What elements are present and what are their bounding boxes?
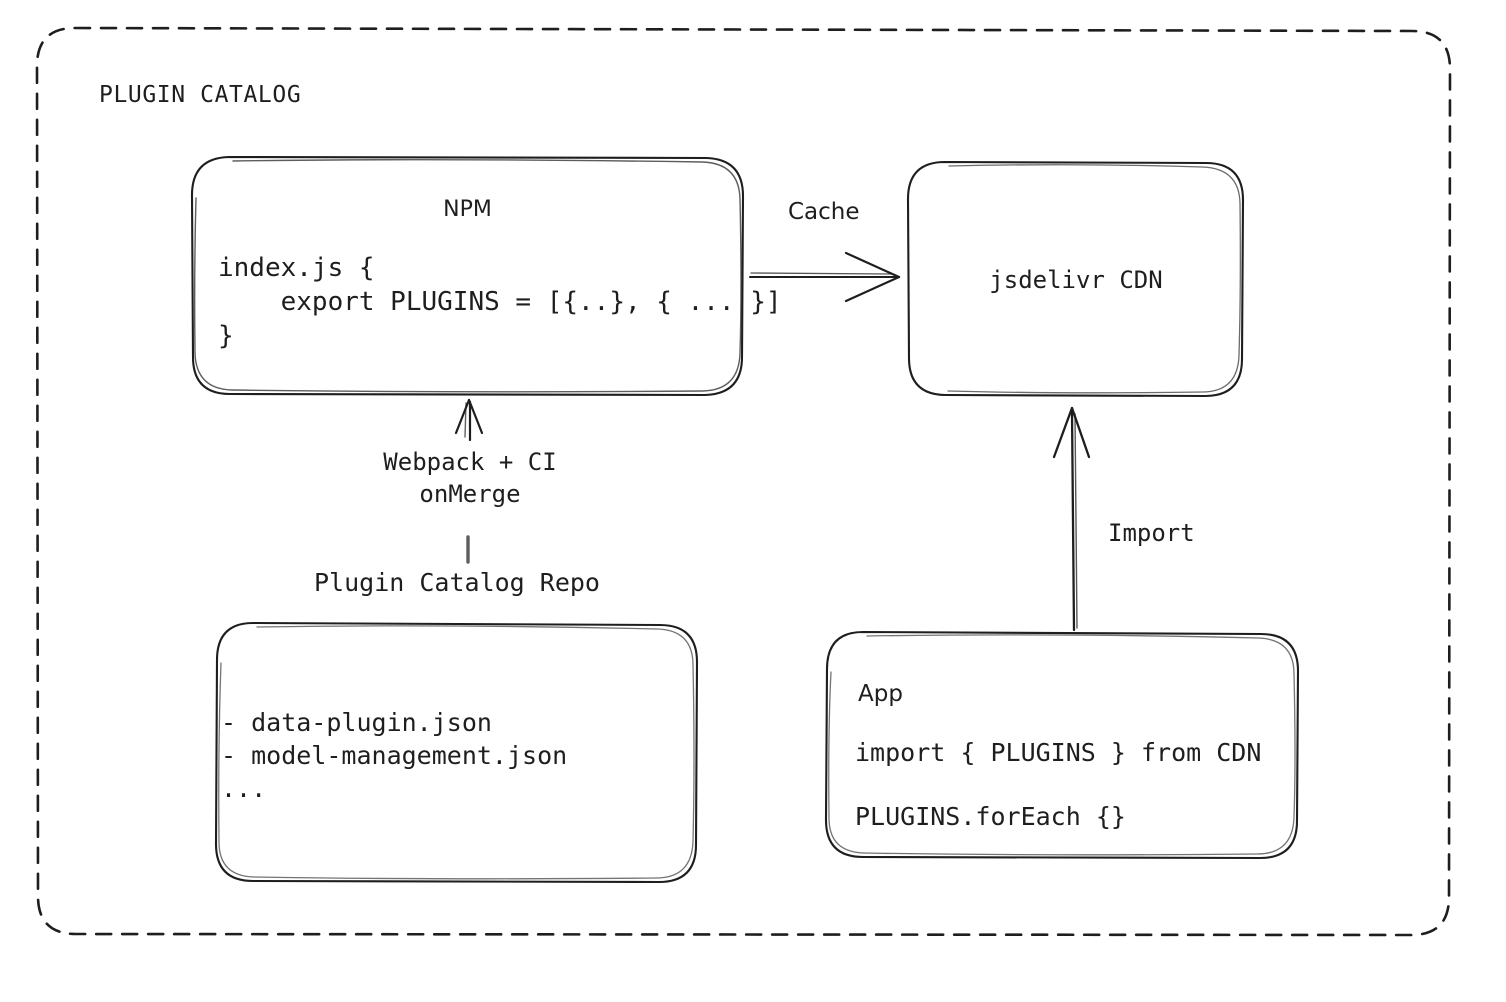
app-node-title: App [858, 681, 903, 707]
container-title: PLUGIN CATALOG [99, 82, 302, 108]
edge-label-webpack-ci: Webpack + CI [383, 448, 557, 476]
edge-app-to-cdn [1052, 406, 1091, 632]
edge-label-cache: Cache [788, 199, 860, 225]
app-node-code-import: import { PLUGINS } from CDN [855, 738, 1262, 767]
repo-node-caption: Plugin Catalog Repo [314, 568, 600, 597]
app-node-code-foreach: PLUGINS.forEach {} [855, 802, 1126, 831]
npm-node-title: NPM [443, 197, 492, 222]
npm-node-code: index.js { export PLUGINS = [{..}, { ...… [218, 253, 782, 351]
edge-label-onmerge: onMerge [419, 480, 521, 508]
cdn-node-title: jsdelivr CDN [989, 266, 1163, 294]
repo-node-file-list: - data-plugin.json - model-management.js… [221, 708, 568, 803]
edge-label-import: Import [1108, 519, 1195, 547]
